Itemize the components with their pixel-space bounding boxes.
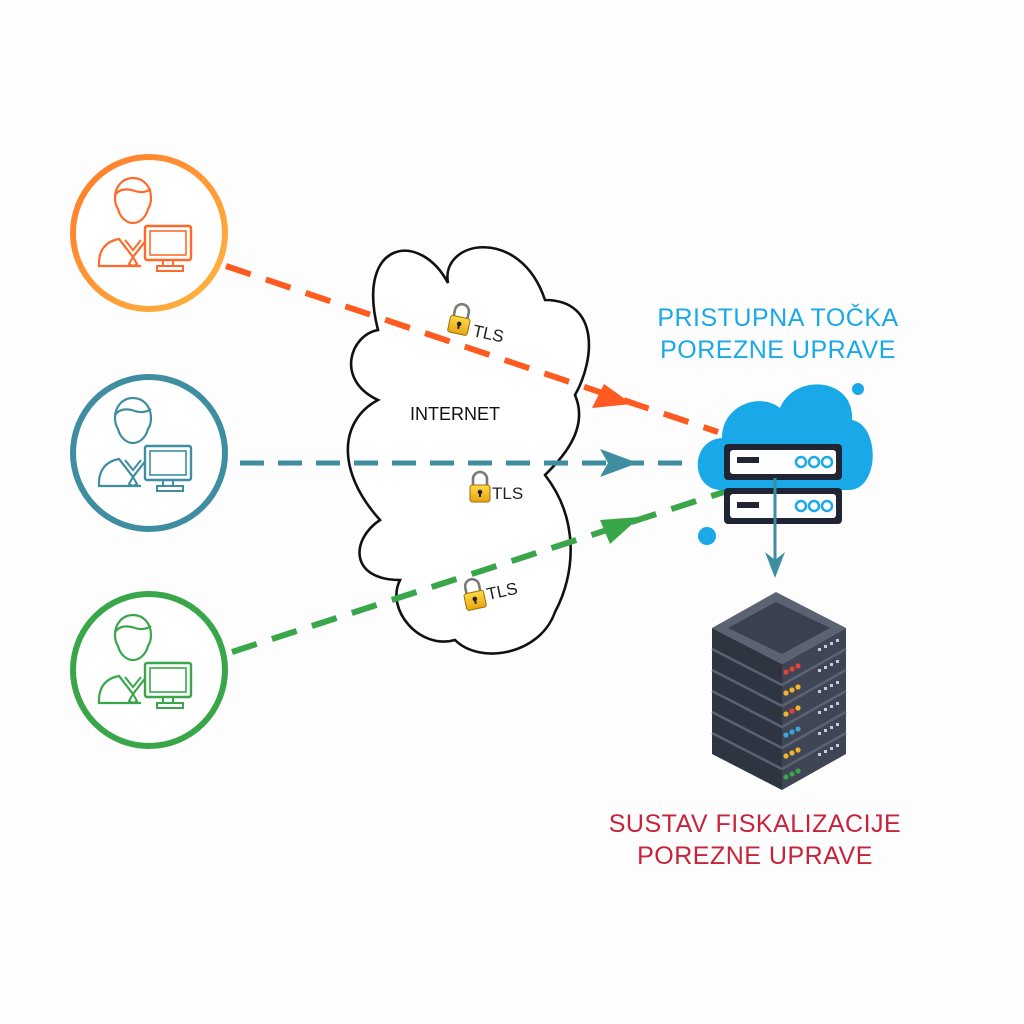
orange-arrow-icon — [592, 384, 632, 408]
cloud-server-icon — [697, 383, 873, 545]
user-node-teal — [70, 374, 228, 532]
orange-connection-line — [225, 263, 719, 435]
server-rack-icon — [711, 592, 847, 790]
internet-label: INTERNET — [410, 404, 500, 424]
down-arrow-icon — [765, 552, 785, 578]
teal-arrow-icon — [600, 449, 638, 477]
access-point-label-line2: POREZNE UPRAVE — [660, 336, 896, 364]
fiscal-system-label-line1: SUSTAV FISKALIZACIJE — [609, 810, 901, 838]
fiscal-system-label-line2: POREZNE UPRAVE — [637, 842, 873, 870]
user-node-orange — [70, 154, 228, 312]
green-arrow-icon — [600, 517, 640, 544]
access-point-label-line1: PRISTUPNA TOČKA — [657, 303, 898, 332]
internet-cloud — [346, 246, 591, 655]
tls-label-2: TLS — [492, 484, 523, 503]
tls-lock-2: TLS — [468, 470, 523, 504]
green-connection-line — [231, 487, 731, 655]
user-node-green — [70, 591, 228, 749]
